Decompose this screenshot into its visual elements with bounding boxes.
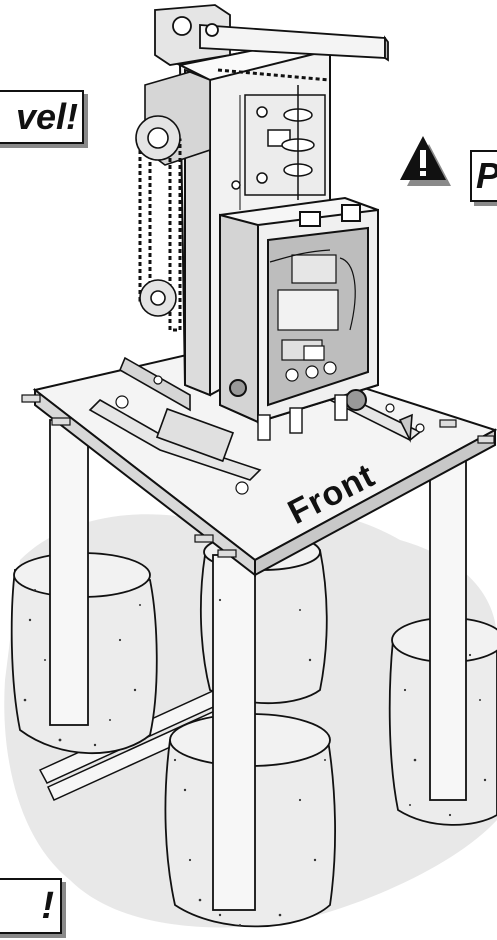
limit-switch-assembly <box>231 85 326 200</box>
mounting-plate <box>32 343 497 578</box>
concrete-footing-back-left <box>10 419 158 755</box>
control-board-components <box>269 249 356 382</box>
concrete-texture <box>23 589 487 926</box>
bottom-warning-label: ! <box>0 878 62 934</box>
concrete-footing-right <box>388 449 497 826</box>
conduit-stubs <box>257 394 348 441</box>
motor-chain-assembly <box>135 68 331 332</box>
top-mount <box>154 4 389 66</box>
corner-studs <box>21 394 495 558</box>
warning-triangle-icon <box>400 136 451 186</box>
power-warning-label: P <box>470 150 497 202</box>
level-warning-label: vel! <box>0 90 84 144</box>
plate-bolts <box>115 375 425 495</box>
concrete-footing-front <box>164 554 336 928</box>
